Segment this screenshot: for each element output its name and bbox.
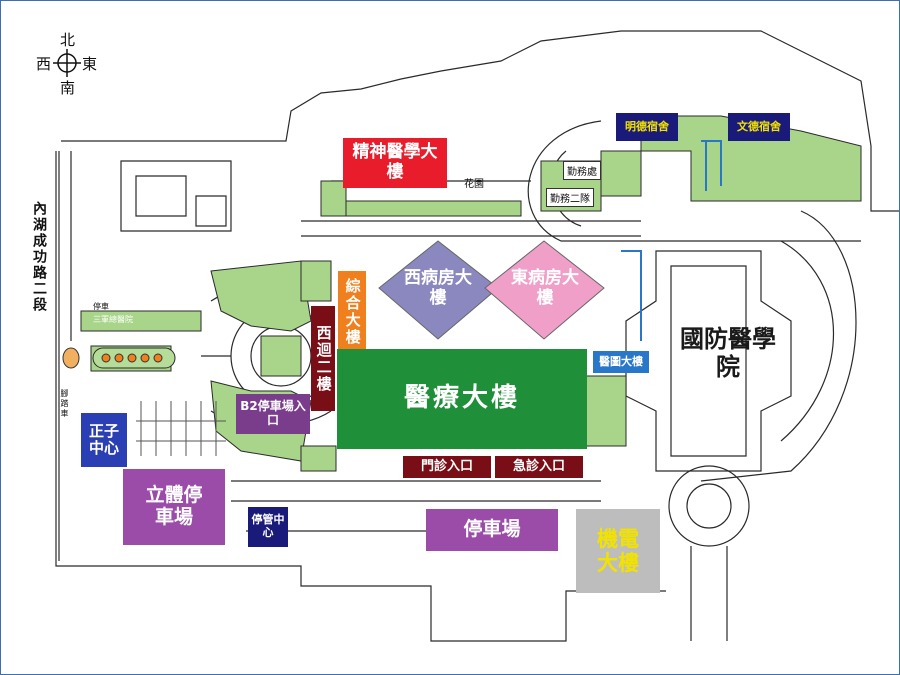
service-label: 勤務處 (563, 161, 601, 180)
dorm-right-building[interactable]: 文德宿舍 (728, 113, 790, 141)
garden-label: 花園 (464, 179, 484, 190)
psychiatry-building[interactable]: 精神醫學大樓 (343, 138, 447, 188)
compass-east: 東 (82, 55, 98, 73)
road-name: 內湖成功路二段 (31, 201, 47, 313)
west-ward-building[interactable]: 西病房大樓 (404, 268, 472, 308)
dorm-left-building[interactable]: 明德宿舍 (616, 113, 678, 141)
three-star-label: 三軍總醫院 (93, 315, 133, 324)
b2-parking-entrance[interactable]: B2停車場入口 (236, 394, 310, 434)
emergency-entrance[interactable]: 急診入口 (495, 456, 583, 478)
east-ward-building[interactable]: 東病房大樓 (511, 268, 579, 308)
service-team-label: 勤務二隊 (546, 188, 594, 207)
tree-label: 停車 (93, 302, 109, 311)
compass-south: 南 (60, 79, 76, 97)
parking-lot[interactable]: 停車場 (426, 509, 558, 551)
parking-management-center[interactable]: 停管中心 (248, 507, 288, 547)
ndmc-building[interactable]: 國防醫學院 (680, 325, 776, 381)
general-building[interactable]: 綜合大樓 (338, 271, 366, 353)
compass-west: 西 (36, 55, 52, 73)
ndmc-outline (625, 250, 792, 472)
ring-road (527, 120, 861, 242)
west-corridor-building[interactable]: 西迴二樓 (311, 306, 335, 411)
positron-center[interactable]: 正子中心 (81, 413, 127, 467)
bicycle-label: 腳踏車 (60, 389, 69, 419)
multilevel-parking[interactable]: 立體停車場 (123, 469, 225, 545)
compass-rose (53, 49, 81, 77)
outpatient-entrance[interactable]: 門診入口 (403, 456, 491, 478)
medical-building[interactable]: 醫療大樓 (337, 349, 587, 449)
west-ward-shape (378, 240, 499, 340)
medical-library-building[interactable]: 醫圖大樓 (593, 351, 649, 373)
compass-north: 北 (60, 31, 76, 49)
east-ward-shape (484, 240, 605, 340)
campus-boundary (61, 30, 899, 212)
electromechanical-building[interactable]: 機電大樓 (576, 509, 660, 593)
